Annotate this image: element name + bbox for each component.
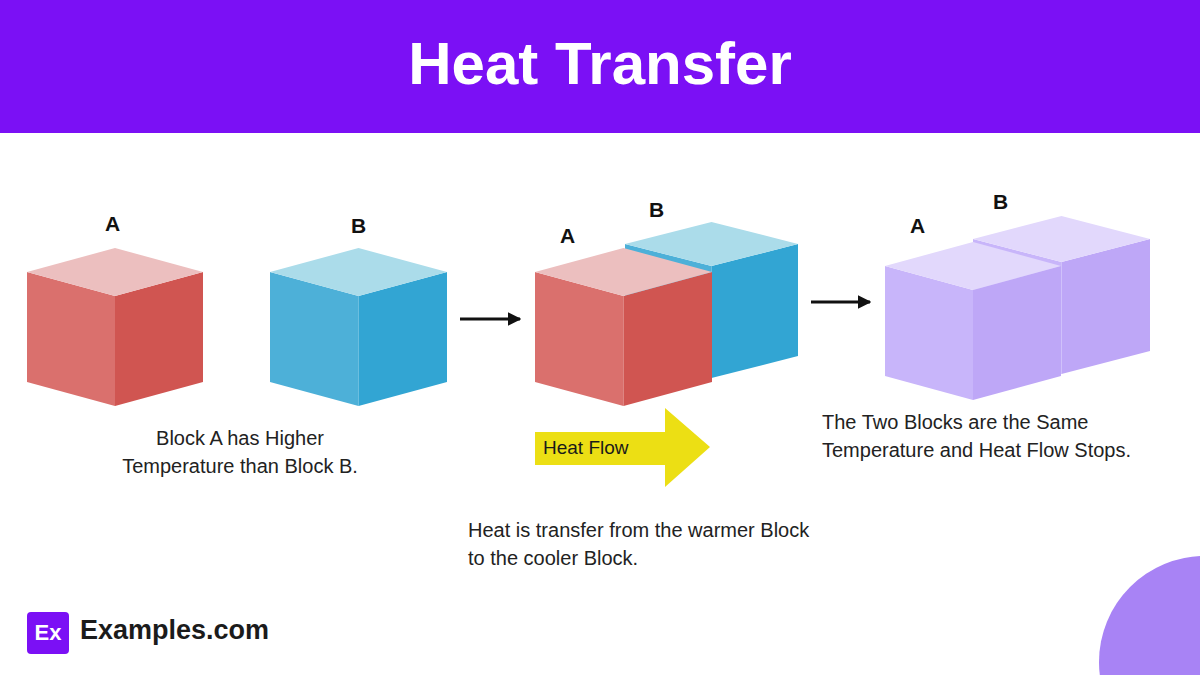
- logo-text: Ex: [27, 612, 69, 654]
- flow-arrow: [811, 301, 870, 304]
- block-label: B: [649, 198, 664, 222]
- cube-right-face: [1062, 239, 1151, 374]
- caption-text: Heat is transfer from the warmer Block t…: [468, 516, 828, 572]
- cube-top-face: [625, 222, 798, 266]
- arrow-text-wrap: Heat Flow: [535, 408, 710, 462]
- title-text: Heat Transfer: [0, 28, 1200, 100]
- cube-shape: [535, 248, 712, 406]
- cube-top-face: [973, 216, 1150, 262]
- block-cube: A: [885, 242, 1061, 400]
- brand-name: Examples.com: [80, 612, 340, 648]
- block-label: A: [105, 212, 120, 236]
- block-cube: A: [535, 248, 712, 406]
- cube-top-face: [27, 248, 203, 296]
- cube-left-face: [973, 239, 1062, 374]
- corner-circle: [1099, 556, 1200, 675]
- caption-text: Block A has Higher Temperature than Bloc…: [102, 424, 378, 480]
- cube-shape: [270, 248, 447, 406]
- block-label: A: [910, 214, 925, 238]
- cube-shape: [885, 242, 1061, 400]
- block-label: B: [993, 190, 1008, 214]
- arrow-label: Heat Flow: [543, 434, 629, 462]
- flow-arrow: [460, 318, 520, 321]
- block-label: A: [560, 224, 575, 248]
- heat-flow-arrow: Heat Flow: [535, 408, 710, 487]
- cube-top-face: [270, 248, 447, 296]
- caption-text: The Two Blocks are the Same Temperature …: [822, 408, 1182, 464]
- cube-right-face: [712, 244, 799, 378]
- cube-shape: [27, 248, 203, 406]
- cube-left-face: [625, 244, 712, 378]
- logo-badge: Ex: [27, 612, 69, 654]
- block-cube: B: [270, 248, 447, 406]
- arrow-body: [535, 408, 710, 487]
- block-label: B: [351, 214, 366, 238]
- block-cube: A: [27, 248, 203, 406]
